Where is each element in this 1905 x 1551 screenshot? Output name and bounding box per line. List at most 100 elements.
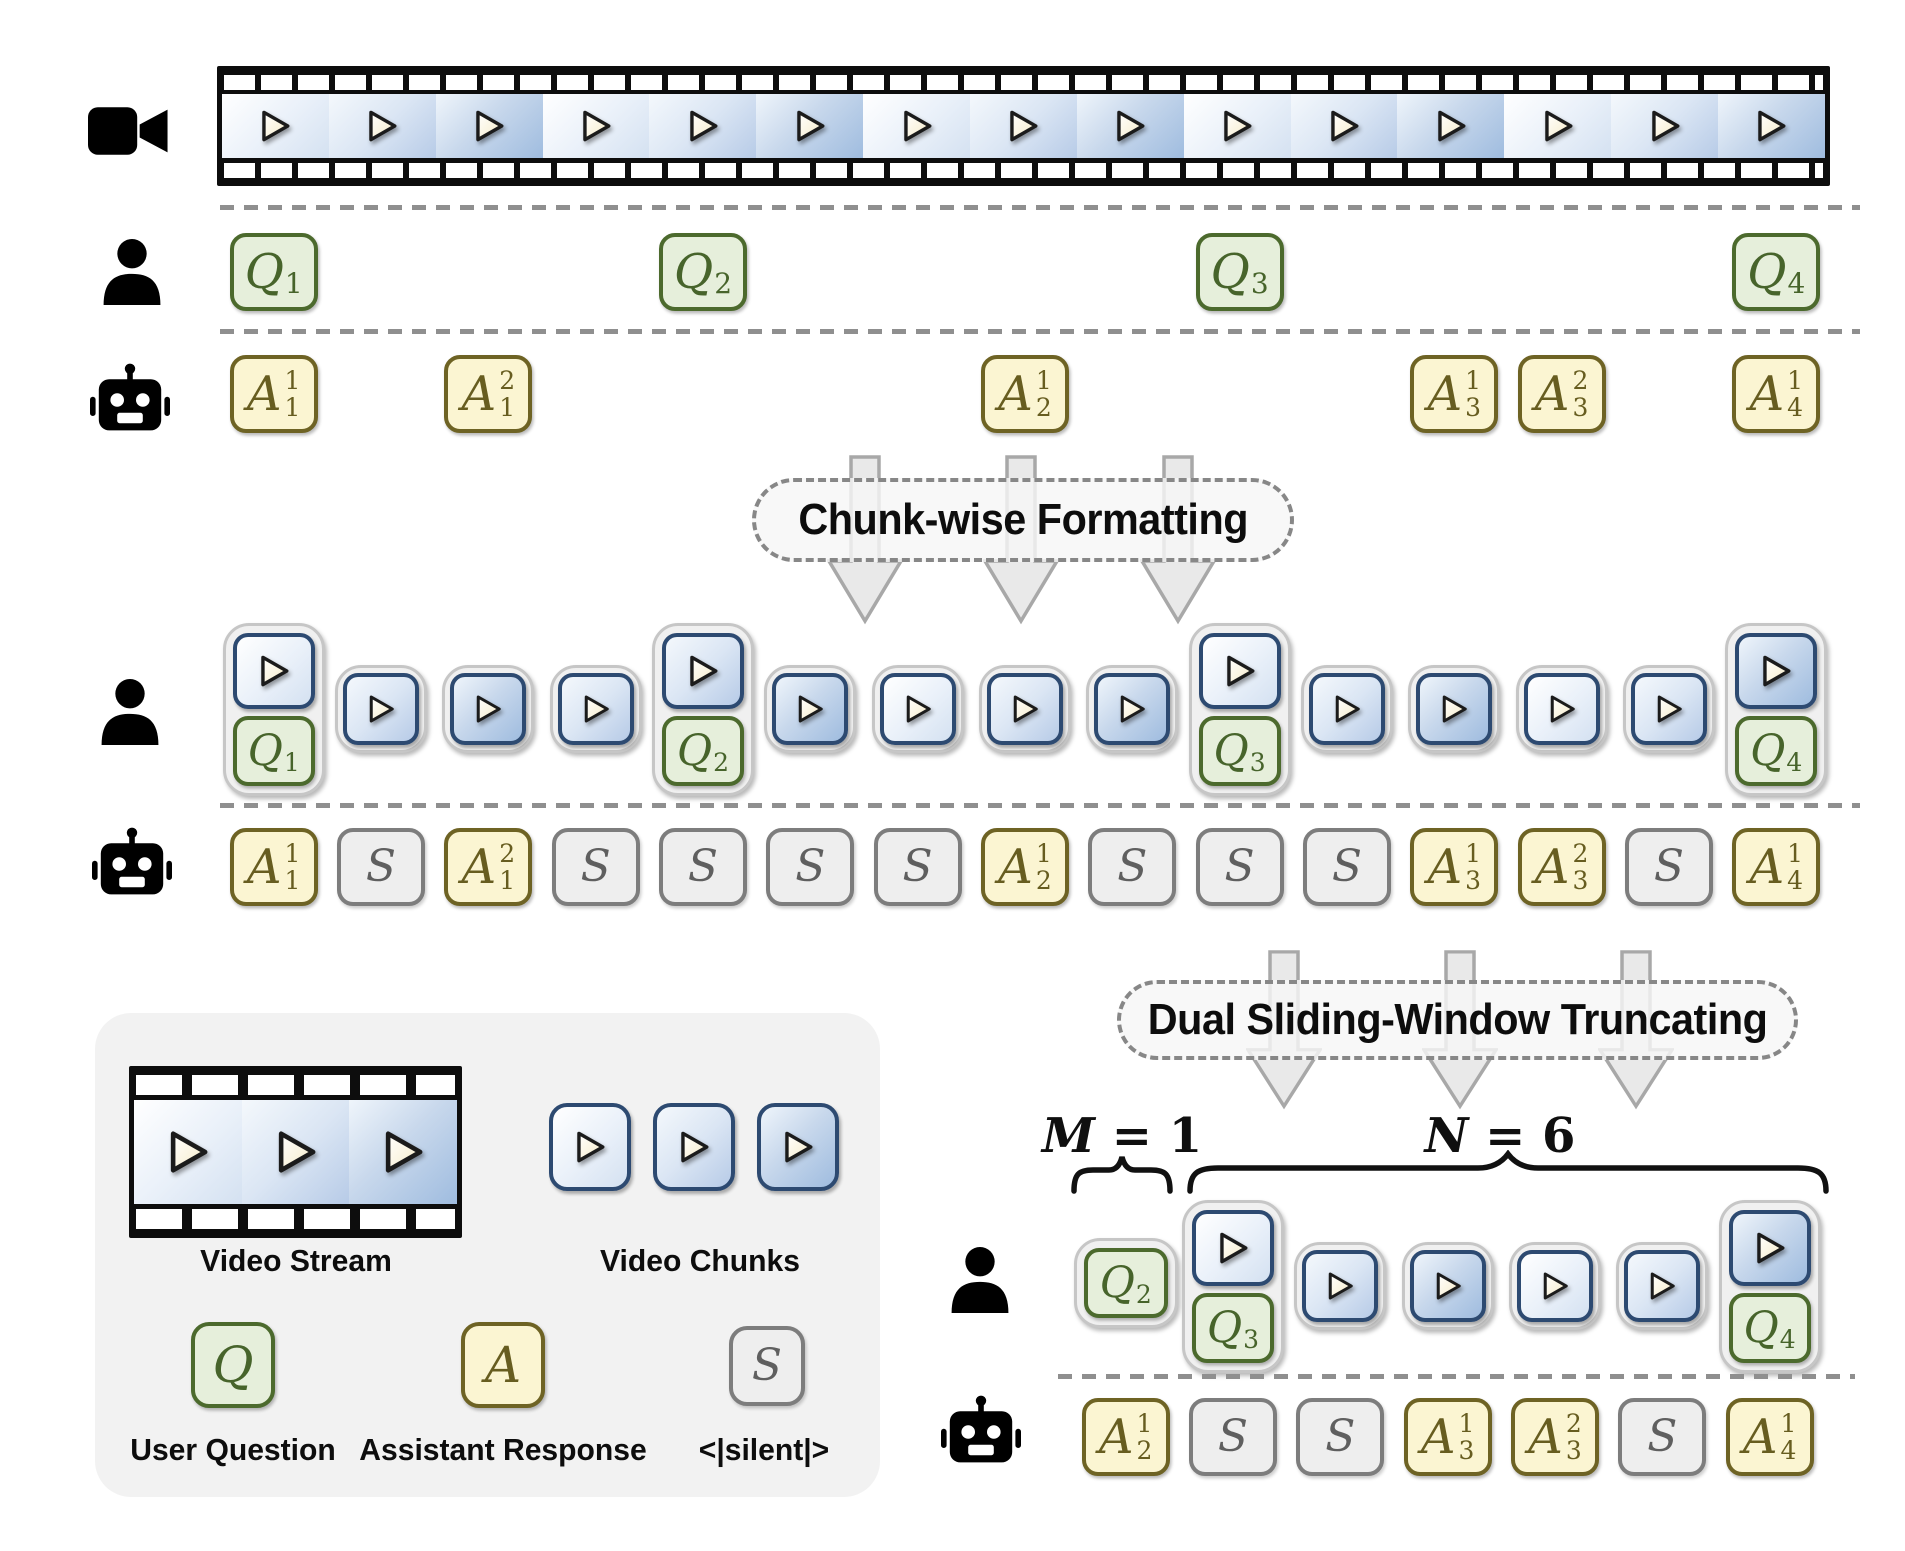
token-superscript: 1 [1465,839,1482,868]
token-superscript: 2 [499,366,516,395]
play-icon [1220,1232,1248,1264]
row-cell [1508,623,1615,801]
film-frame [349,1100,458,1204]
memory-window-label: M = 1 [1041,1108,1203,1164]
token-letter: S [580,841,611,892]
row-cell: S [757,828,864,906]
token-superscript: 1 [1780,1409,1797,1438]
play-icon [386,1131,423,1173]
film-sprocket-band [222,158,1825,182]
row-cell: S [1186,828,1293,906]
play-icon [1226,655,1255,687]
chunk-capsule [549,665,642,753]
play-icon [1543,1272,1568,1300]
token-letter: S [687,841,719,892]
video-chunks-label: Video Chunks [600,1243,800,1278]
token-letter: S [365,841,397,892]
token-superscript: 1 [1787,839,1804,868]
play-icon [1335,695,1360,723]
film-frame [1290,94,1398,158]
chunk-capsule [1515,665,1608,753]
film-sprocket-holes [224,74,1823,90]
token-letter: A [484,1336,522,1394]
answer-token: A [461,1322,545,1408]
film-frame [756,94,864,158]
row-cell [542,623,649,801]
separator-line [220,803,1860,808]
video-chunk [1198,633,1281,709]
film-frame [1718,94,1825,158]
silent-token: S [1195,828,1284,906]
token-subscript: 4 [1787,393,1804,422]
chunk-capsule [442,665,535,753]
video-chunk [1523,673,1600,745]
token-subscript: 4 [1779,1325,1796,1354]
token-letter: S [1224,841,1255,892]
row-cell [1615,623,1722,801]
play-icon [690,655,718,687]
token-subscript: 2 [1035,393,1052,422]
token-subscript: 2 [1136,1436,1153,1465]
token-subscript: 1 [499,393,516,422]
video-chunk [1735,633,1818,709]
token-subscript: 3 [1465,866,1482,895]
row-cell [757,355,864,433]
play-icon [785,1131,813,1163]
legend-question-token-slot: Q [191,1322,275,1408]
play-icon [1443,695,1468,723]
row-cell: S [542,828,649,906]
chunk-capsule [1622,665,1715,753]
token-subscript: 3 [1458,1436,1475,1465]
token-subscript: 3 [1243,1325,1260,1354]
chunk-capsule [871,665,964,753]
video-chunk [1630,673,1707,745]
row-cell [435,233,542,311]
row-cell [327,233,434,311]
video-chunk [986,673,1063,745]
token-letter: S [1331,841,1363,892]
token-letter: A [1749,839,1785,895]
play-icon [1651,1272,1676,1300]
robot-icon [941,1395,1021,1469]
legend-video-chunks [549,1103,839,1191]
token-superscript: 1 [1136,1409,1153,1438]
token-letter: A [1534,366,1570,422]
play-icon [1651,110,1680,142]
row-cell [1394,1200,1501,1378]
video-chunk [1416,673,1493,745]
robot-icon [90,363,170,437]
silent-token: S [766,828,855,906]
silent-token: S [873,828,962,906]
separator-line [220,205,1860,210]
film-sprocket-band [222,70,1825,94]
token-letter: A [461,366,497,422]
user-icon [947,1245,1013,1315]
token-letter: Q [1213,725,1249,776]
play-icon [1544,110,1573,142]
row-cell [1293,233,1400,311]
play-icon [577,1131,605,1163]
token-letter: S [1325,1411,1356,1462]
play-icon [369,110,397,142]
